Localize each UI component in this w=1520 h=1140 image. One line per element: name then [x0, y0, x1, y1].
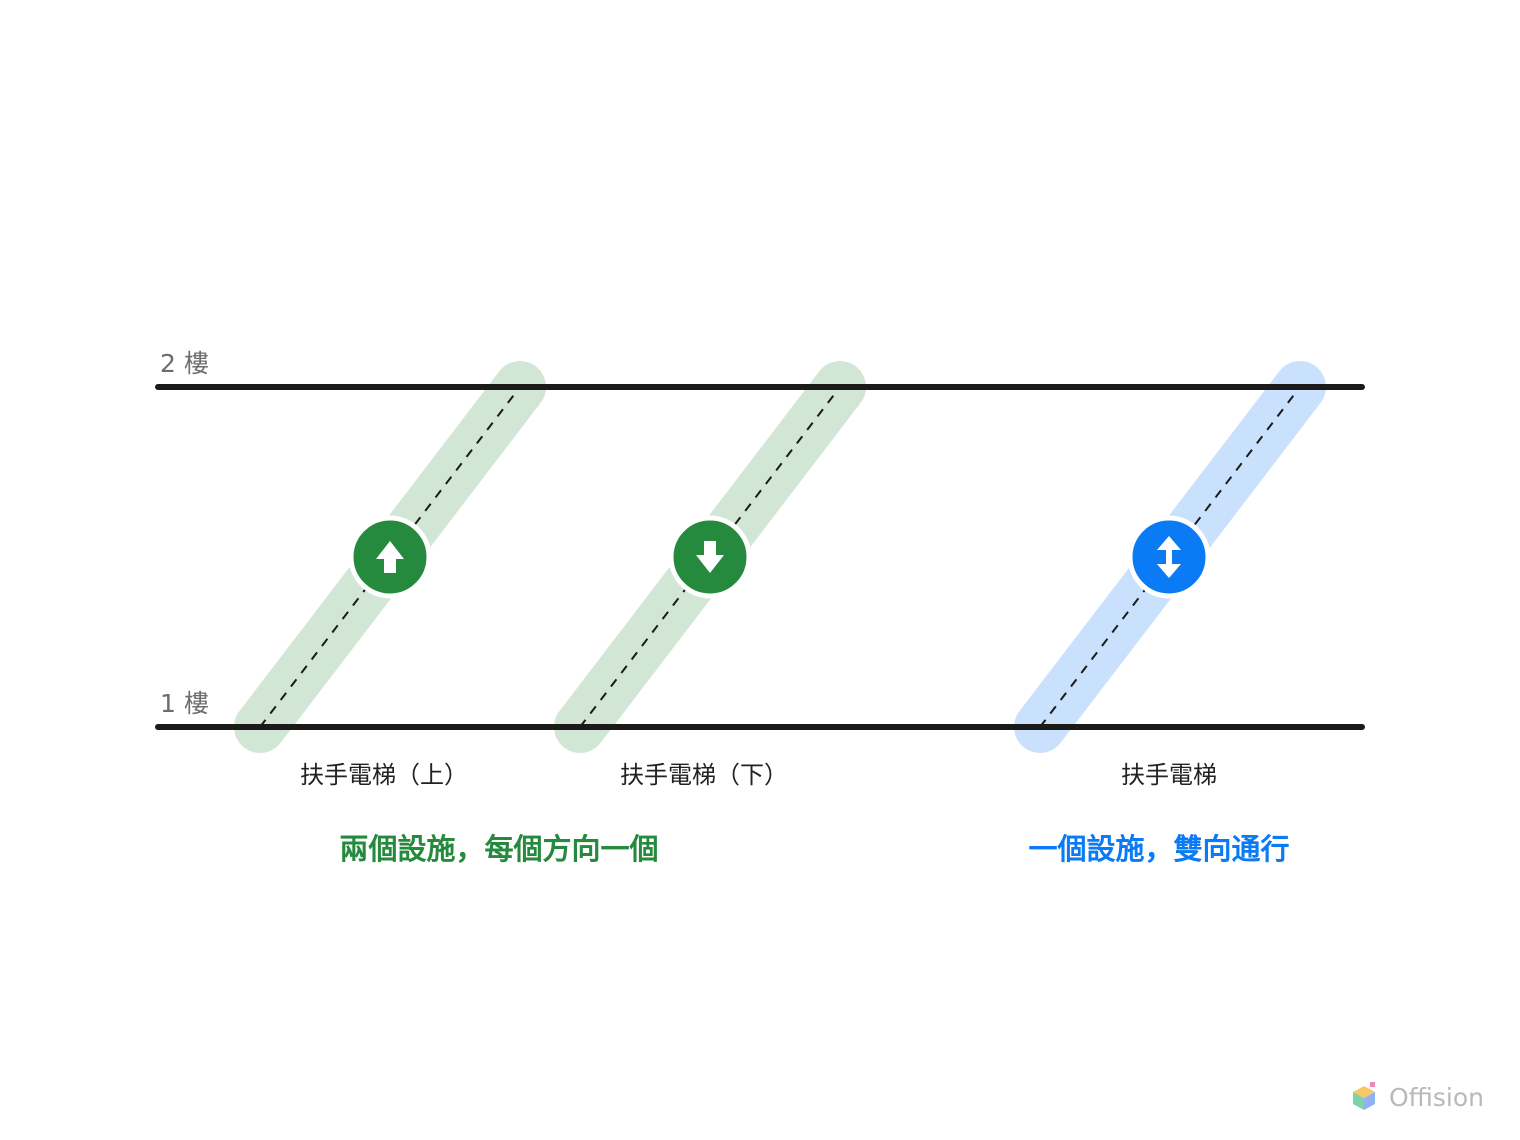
- brand-name: Offision: [1389, 1083, 1484, 1112]
- escalator-both-centerline: [1039, 386, 1301, 728]
- escalator-up-label: 扶手電梯（上）: [300, 761, 468, 789]
- escalator-both-label: 扶手電梯: [1121, 761, 1217, 789]
- escalator-down-label: 扶手電梯（下）: [620, 761, 788, 789]
- brand-logo: Offision: [1353, 1082, 1484, 1112]
- summary-one-facility: 一個設施，雙向通行: [1028, 832, 1289, 866]
- escalator-down-centerline: [579, 386, 841, 728]
- floor-label-lower: 1 樓: [160, 689, 209, 718]
- arrow-up-icon: [348, 515, 432, 599]
- escalator-up-centerline: [259, 386, 521, 728]
- arrow-up-down-icon: [1127, 515, 1211, 599]
- arrow-down-icon: [668, 515, 752, 599]
- cube-logo-icon: [1353, 1082, 1375, 1110]
- summary-two-facilities: 兩個設施，每個方向一個: [339, 832, 658, 866]
- floor-label-upper: 2 樓: [160, 349, 209, 378]
